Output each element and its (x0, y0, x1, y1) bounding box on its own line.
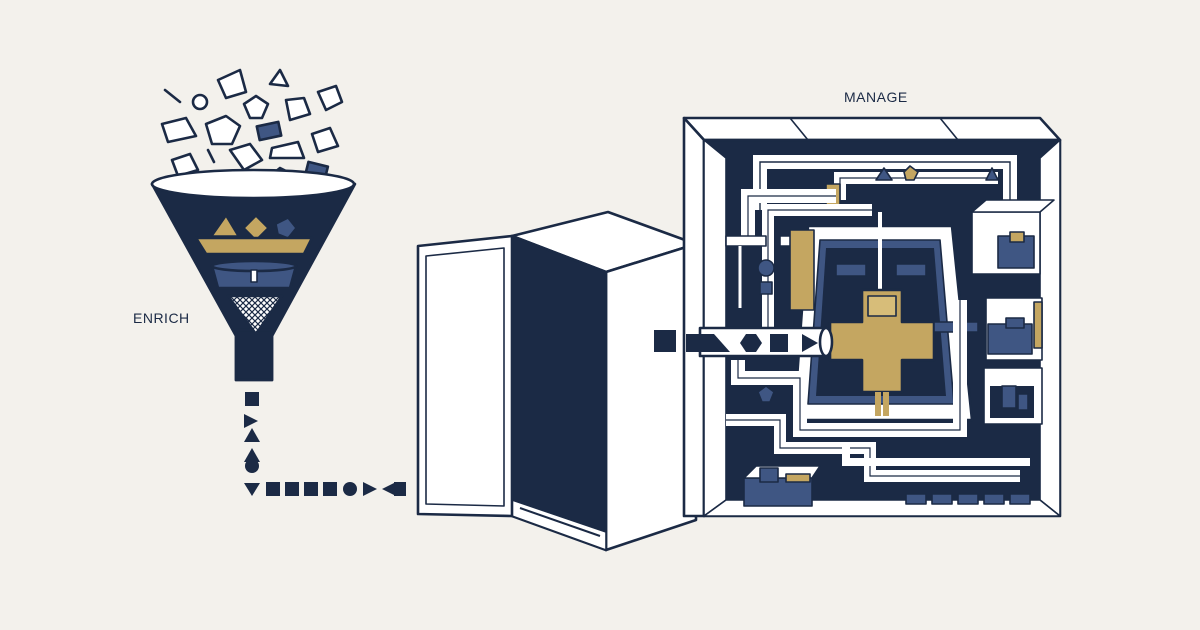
square-icon (245, 392, 259, 406)
shape-icon (206, 148, 216, 164)
shape-icon (316, 84, 344, 112)
circle-icon (245, 459, 259, 473)
shape-icon (255, 120, 283, 142)
pipe-machine-icon (654, 116, 1062, 518)
triangle-icon (244, 414, 258, 428)
enrich-label: ENRICH (133, 310, 190, 326)
circle-icon (343, 482, 357, 496)
triangle-icon (244, 483, 260, 496)
shape-icon (284, 96, 312, 122)
shape-icon (216, 68, 248, 100)
hexagon-icon (740, 334, 762, 352)
shape-icon (160, 116, 198, 144)
shape-icon (170, 152, 200, 178)
shape-icon (228, 142, 264, 172)
parallelogram-icon (686, 334, 730, 352)
shape-icon (204, 114, 242, 146)
triangle-icon (802, 334, 818, 352)
triangle-icon (244, 428, 260, 442)
square-icon (654, 330, 676, 352)
square-icon (323, 482, 337, 496)
gold-cross-icon (828, 288, 936, 394)
triangle-icon (363, 482, 377, 496)
cabinet-icon (416, 210, 698, 552)
shape-icon (191, 93, 209, 111)
square-icon (304, 482, 318, 496)
triangle-icon (244, 448, 260, 462)
manage-label: MANAGE (844, 89, 908, 105)
shape-icon (163, 88, 182, 104)
shape-icon (310, 126, 340, 154)
square-icon (394, 482, 406, 496)
shape-icon (268, 68, 290, 88)
square-icon (266, 482, 280, 496)
shape-icon (242, 94, 270, 120)
shape-icon (268, 140, 306, 160)
square-icon (285, 482, 299, 496)
pipeline-shapes (244, 392, 406, 496)
funnel-icon (150, 168, 357, 382)
triangle-icon (382, 482, 396, 496)
square-icon (770, 334, 788, 352)
